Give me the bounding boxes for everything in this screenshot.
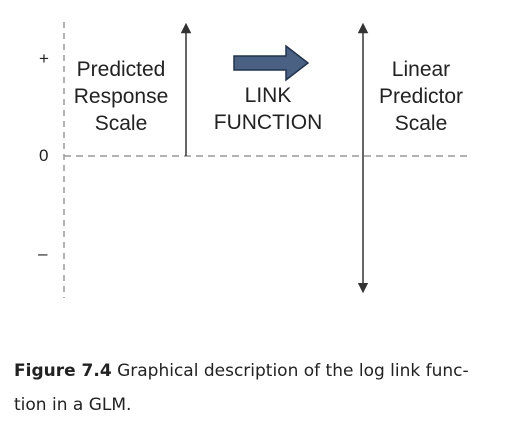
zero-axis-label: 0	[39, 146, 49, 165]
glm-link-diagram: + 0 – Predicted Response Scale LINK FUNC…	[38, 22, 476, 298]
diagram-graphics	[63, 22, 470, 298]
linear-predictor-scale-line: Predictor	[378, 85, 464, 108]
predicted-response-scale-label: Predicted Response Scale	[66, 56, 176, 137]
link-function-line: FUNCTION	[213, 111, 323, 134]
link-function-right-arrow-icon	[233, 44, 310, 82]
link-function-label: LINK FUNCTION	[198, 82, 338, 136]
minus-axis-label: –	[38, 244, 48, 263]
linear-predictor-scale-line: Scale	[394, 112, 448, 135]
caption-text: Graphical description of the log link fu…	[14, 361, 469, 415]
predicted-response-scale-line: Scale	[94, 112, 148, 135]
linear-predictor-scale-label: Linear Predictor Scale	[366, 56, 476, 137]
figure-caption: Figure 7.4 Graphical description of the …	[14, 354, 494, 422]
link-function-line: LINK	[244, 84, 292, 107]
figure-number: Figure 7.4	[14, 361, 112, 381]
plus-axis-label: +	[39, 49, 49, 68]
linear-predictor-scale-line: Linear	[391, 58, 451, 81]
predicted-response-scale-line: Response	[73, 85, 169, 108]
predicted-response-scale-line: Predicted	[76, 58, 166, 81]
